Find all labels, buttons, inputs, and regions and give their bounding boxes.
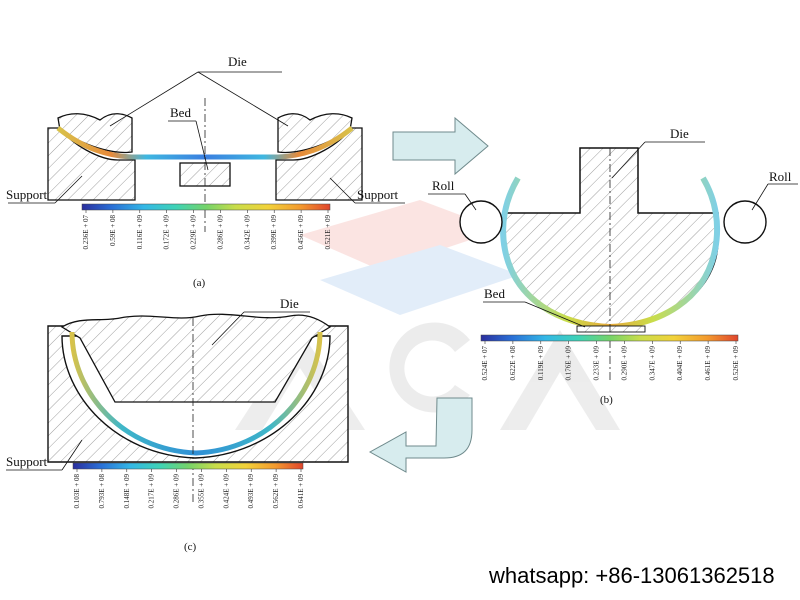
- scale-tick-label: 0.217E + 09: [148, 474, 156, 509]
- scale-tick-label: 0.622E + 08: [509, 346, 517, 381]
- scale-tick-label: 0.59E + 08: [109, 215, 117, 246]
- scale-tick-label: 0.493E + 09: [247, 474, 255, 509]
- scale-tick-label: 0.355E + 09: [197, 474, 205, 509]
- scale-tick-label: 0.286E + 09: [216, 215, 224, 250]
- roll-right: [723, 200, 767, 244]
- color-scale-a: [81, 203, 331, 211]
- color-scale-c: [72, 462, 304, 470]
- scale-tick-label: 0.290E + 09: [620, 346, 628, 381]
- scale-tick-label: 0.562E + 09: [272, 474, 280, 509]
- scale-tick-label: 0.103E + 08: [73, 474, 81, 509]
- panel-b: Die Roll Roll Bed 0.524E + 07 0.622E + 08…: [428, 126, 798, 406]
- color-scale-b: [480, 334, 739, 342]
- label-support-a-right: Support: [357, 187, 399, 202]
- scale-tick-label: 0.641E + 09: [297, 474, 305, 509]
- panel-a: Die Bed Support Support 0.236E + 07 0.59E…: [6, 54, 405, 289]
- leader-die-a-right: [197, 71, 289, 127]
- scale-tick-label: 0.456E + 09: [297, 215, 305, 250]
- label-die-b: Die: [670, 126, 689, 141]
- leader-support-a-right: [329, 177, 356, 204]
- arrow-curved-left: [368, 397, 473, 473]
- scale-tick-label: 0.119E + 09: [537, 346, 545, 381]
- scale-tick-label: 0.521E + 09: [324, 215, 332, 250]
- leader-bed-a-2: [195, 120, 209, 171]
- label-die-a: Die: [228, 54, 247, 69]
- leader-roll-b-right: [751, 183, 769, 211]
- contact-text: whatsapp: +86-13061362518: [489, 563, 775, 588]
- scale-ticks-a: 0.236E + 07 0.59E + 08 0.116E + 09 0.172E +…: [82, 210, 332, 249]
- label-die-c: Die: [280, 296, 299, 311]
- caption-b: (b): [600, 394, 613, 406]
- caption-a: (a): [193, 277, 206, 289]
- scale-ticks-b: 0.524E + 07 0.622E + 08 0.119E + 09 0.176E …: [481, 341, 740, 380]
- scale-tick-label: 0.399E + 09: [270, 215, 278, 250]
- leader-support-c-2: [61, 439, 83, 471]
- panel-c: Die Support 0.103E + 08 0.793E + 08 0.148E…: [6, 296, 349, 553]
- label-support-a-left: Support: [6, 187, 48, 202]
- scale-tick-label: 0.342E + 09: [243, 215, 251, 250]
- arrow-right: [392, 116, 489, 176]
- die-c: [60, 313, 332, 403]
- scale-tick-label: 0.524E + 07: [481, 346, 489, 381]
- scale-tick-label: 0.176E + 09: [565, 346, 573, 381]
- scale-ticks-c: 0.103E + 08 0.793E + 08 0.148E + 09 0.217E …: [73, 469, 305, 508]
- scale-tick-label: 0.233E + 09: [593, 346, 601, 381]
- scale-tick-label: 0.793E + 08: [98, 474, 106, 509]
- leader-bed-b-2: [524, 301, 586, 328]
- scale-tick-label: 0.404E + 09: [676, 346, 684, 381]
- roll-left: [459, 200, 503, 244]
- scale-tick-label: 0.424E + 09: [222, 474, 230, 509]
- label-bed-b: Bed: [484, 286, 505, 301]
- scale-tick-label: 0.461E + 09: [704, 346, 712, 381]
- scale-tick-label: 0.347E + 09: [648, 346, 656, 381]
- scale-tick-label: 0.116E + 09: [136, 215, 144, 250]
- leader-die-a-left: [109, 71, 199, 127]
- scale-tick-label: 0.526E + 09: [732, 346, 740, 381]
- strip-c: [69, 331, 323, 456]
- leader-die-c: [211, 311, 245, 346]
- scale-tick-label: 0.286E + 09: [173, 474, 181, 509]
- scale-tick-label: 0.172E + 09: [163, 215, 171, 250]
- caption-c: (c): [184, 541, 197, 553]
- scale-tick-label: 0.229E + 09: [190, 215, 198, 250]
- scale-tick-label: 0.236E + 07: [82, 215, 90, 250]
- label-bed-a: Bed: [170, 105, 191, 120]
- scale-tick-label: 0.148E + 09: [123, 474, 131, 509]
- label-roll-right: Roll: [769, 169, 792, 184]
- bed-b: [576, 325, 646, 333]
- leader-die-b: [611, 141, 646, 179]
- label-roll-left: Roll: [432, 178, 455, 193]
- leader-roll-b-left-2: [464, 193, 477, 211]
- leader-support-a-left-2: [54, 175, 83, 204]
- label-support-c: Support: [6, 454, 48, 469]
